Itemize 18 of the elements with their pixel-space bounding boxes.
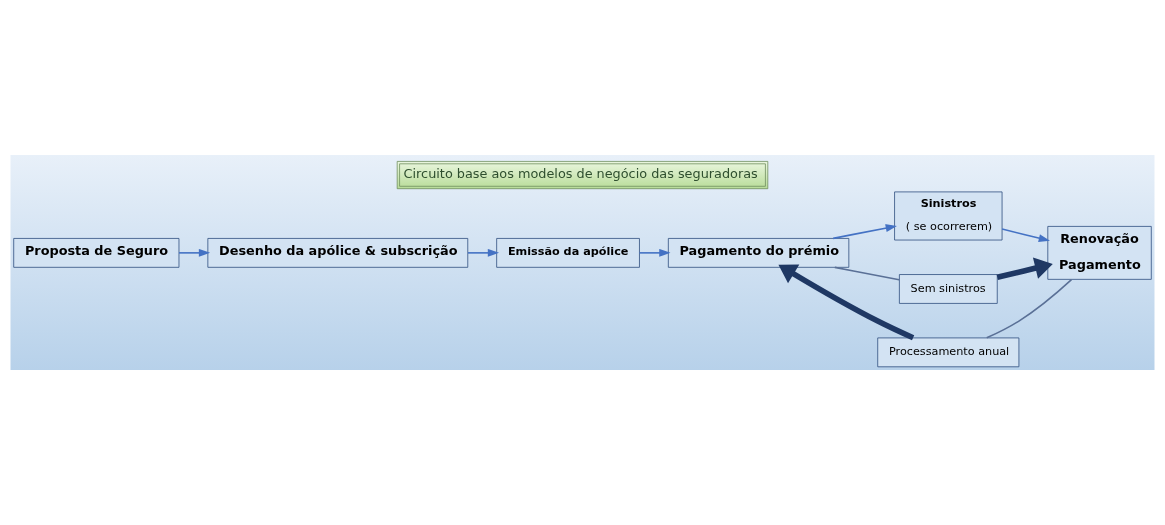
arrow [638,248,671,257]
node-box: Renovação Pagamento [1047,226,1152,280]
node-box: Sinistros ( se ocorrerem) [894,191,1003,241]
connector [834,266,900,281]
node-box: Processamento anual [877,337,1020,368]
arrow [832,224,897,240]
arrow [778,264,915,341]
node-box: Sem sinistros [899,274,998,304]
node-box: Emissão da apólice [496,238,640,268]
arrow [996,257,1053,281]
diagram-title: Circuito base aos modelos de negócio das seguradoras [403,166,758,182]
node-box: Pagamento do prémio [667,238,850,268]
node-box: Proposta de Seguro [13,238,180,268]
arrow [1001,228,1050,242]
arrow [178,248,211,257]
arrow [467,248,500,257]
node-box: Desenho da apólice & subscrição [207,238,469,268]
connector [985,278,1073,339]
